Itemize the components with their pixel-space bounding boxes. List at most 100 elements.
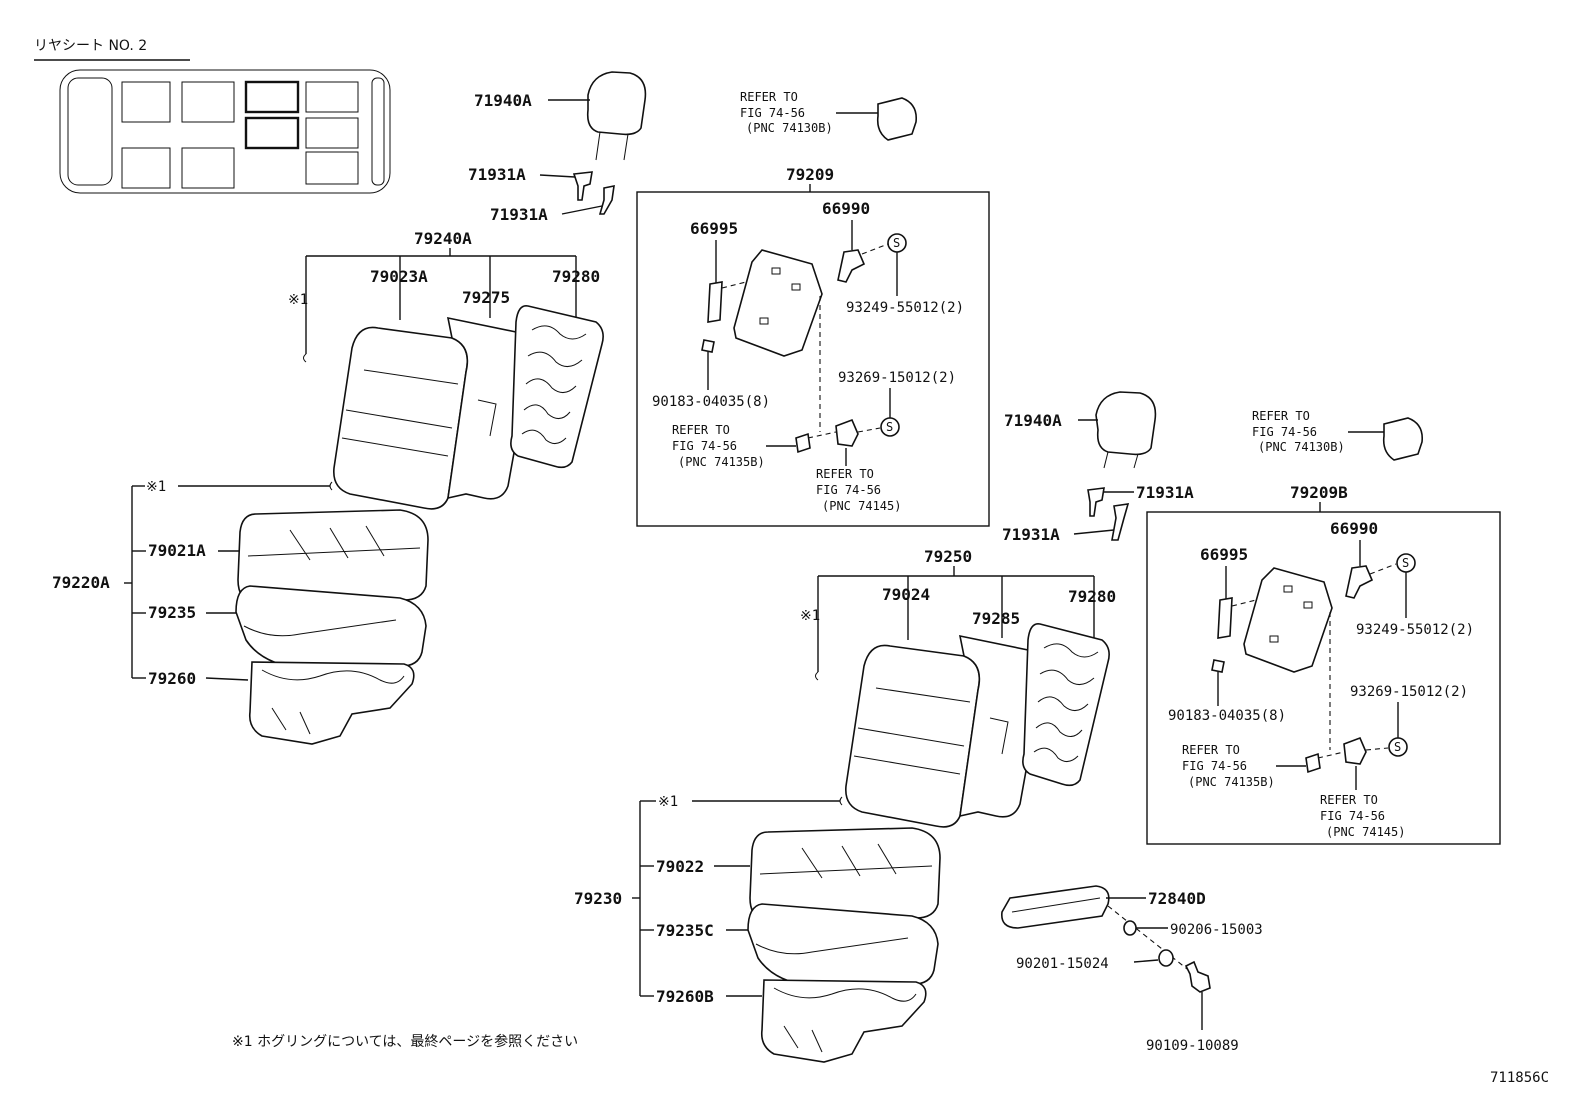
label-79285: 79285 — [972, 609, 1020, 628]
label-79260B: 79260B — [656, 987, 714, 1006]
label-79023A: 79023A — [370, 267, 428, 286]
note-mark-cushion-right: ※1 — [658, 794, 678, 810]
ref-74130B-right-l1: REFER TO — [1252, 409, 1310, 423]
armrest-72840D — [1001, 885, 1110, 929]
seatback-frame-left — [510, 305, 604, 469]
label-79240A: 79240A — [414, 229, 472, 248]
cushion-frame-left — [248, 661, 415, 745]
support-71931A-right-1 — [1087, 487, 1105, 517]
label-71931A-right-1: 71931A — [1136, 483, 1194, 502]
headrest-right — [1095, 391, 1157, 469]
label-79235C: 79235C — [656, 921, 714, 940]
support-71931A-left-1 — [572, 171, 593, 201]
diagram-title: リヤシート NO. 2 — [34, 38, 147, 54]
label-71931A-right-2: 71931A — [1002, 525, 1060, 544]
ref-74135B-right-l3: (PNC 74135B) — [1188, 775, 1275, 789]
ref-74145-right-l2: FIG 74-56 — [1320, 809, 1385, 823]
part-90183-left — [701, 339, 715, 353]
ref-74145-right-l3: (PNC 74145) — [1326, 825, 1405, 839]
label-79280-right: 79280 — [1068, 587, 1116, 606]
seatback-cover-left — [333, 326, 469, 510]
ref-74130B-left-l3: (PNC 74130B) — [746, 121, 833, 135]
headrest-left — [586, 71, 647, 161]
s-marker-text-left-2: S — [886, 420, 893, 434]
support-71931A-right-2 — [1111, 503, 1130, 541]
part-66990-left — [837, 249, 866, 283]
cushion-frame-right — [760, 979, 927, 1063]
ref-74135B-right-l2: FIG 74-56 — [1182, 759, 1247, 773]
ref-74135B-left-l2: FIG 74-56 — [672, 439, 737, 453]
washer-90201 — [1158, 949, 1174, 967]
label-66995-left: 66995 — [690, 219, 738, 238]
note-mark-cushion-left: ※1 — [146, 479, 166, 495]
label-90183-right: 90183-04035(8) — [1168, 708, 1286, 724]
label-93269-left: 93269-15012(2) — [838, 370, 956, 386]
ref-74135B-left-l1: REFER TO — [672, 423, 730, 437]
label-71931A-left-2: 71931A — [490, 205, 548, 224]
label-79250: 79250 — [924, 547, 972, 566]
figure-id: 711856C — [1490, 1070, 1549, 1086]
ref-74145-left-l2: FIG 74-56 — [816, 483, 881, 497]
part-66990-right — [1345, 565, 1374, 599]
ref-74130B-left-l2: FIG 74-56 — [740, 106, 805, 120]
ref-part-74135B-right — [1305, 752, 1321, 774]
s-marker-text-left-1: S — [893, 236, 900, 250]
label-93269-right: 93269-15012(2) — [1350, 684, 1468, 700]
bracket-plate-left — [733, 249, 823, 357]
ref-74135B-right-l1: REFER TO — [1182, 743, 1240, 757]
part-recliner-right — [1343, 736, 1367, 765]
part-66995-right — [1217, 597, 1233, 639]
seatback-frame-right — [1022, 623, 1110, 787]
note-mark-back-right: ※1 — [800, 608, 820, 624]
ref-part-74130B-left — [876, 97, 918, 141]
label-90183-left: 90183-04035(8) — [652, 394, 770, 410]
label-79209: 79209 — [786, 165, 834, 184]
s-marker-left-2 — [880, 417, 900, 437]
support-71931A-left-2 — [598, 184, 615, 215]
note-mark-back-left: ※1 — [288, 292, 308, 308]
label-71940A-right: 71940A — [1004, 411, 1062, 430]
part-recliner-left — [835, 418, 859, 447]
label-93249-right: 93249-55012(2) — [1356, 622, 1474, 638]
label-90206: 90206-15003 — [1170, 922, 1263, 938]
ref-74145-left-l3: (PNC 74145) — [822, 499, 901, 513]
label-79235: 79235 — [148, 603, 196, 622]
vehicle-overview — [59, 69, 391, 194]
label-90109: 90109-10089 — [1146, 1038, 1239, 1054]
part-66995-left — [707, 281, 723, 323]
box-79209B — [1146, 511, 1501, 845]
label-79260: 79260 — [148, 669, 196, 688]
label-72840D: 72840D — [1148, 889, 1206, 908]
label-71940A-left: 71940A — [474, 91, 532, 110]
ref-74130B-left-l1: REFER TO — [740, 90, 798, 104]
label-71931A-left-1: 71931A — [468, 165, 526, 184]
bolt-90109 — [1184, 960, 1211, 993]
s-marker-text-right-2: S — [1394, 740, 1401, 754]
ref-part-74130B-right — [1382, 417, 1424, 461]
ref-part-74135B-left — [795, 432, 811, 454]
ref-74130B-right-l2: FIG 74-56 — [1252, 425, 1317, 439]
box-79209 — [636, 191, 990, 527]
bracket-plate-right — [1243, 567, 1333, 673]
ref-74145-right-l1: REFER TO — [1320, 793, 1378, 807]
ref-74130B-right-l3: (PNC 74130B) — [1258, 440, 1345, 454]
label-66995-right: 66995 — [1200, 545, 1248, 564]
label-79230: 79230 — [574, 889, 622, 908]
label-93249-left: 93249-55012(2) — [846, 300, 964, 316]
ref-74135B-left-l3: (PNC 74135B) — [678, 455, 765, 469]
part-90183-right — [1211, 659, 1225, 673]
label-79021A: 79021A — [148, 541, 206, 560]
washer-90206 — [1123, 920, 1137, 936]
ref-74145-left-l1: REFER TO — [816, 467, 874, 481]
label-66990-left: 66990 — [822, 199, 870, 218]
footnote: ※1 ホグリングについては、最終ページを参照ください — [232, 1033, 578, 1050]
label-79209B: 79209B — [1290, 483, 1348, 502]
label-79220A: 79220A — [52, 573, 110, 592]
s-marker-text-right-1: S — [1402, 556, 1409, 570]
cushion-pad-right — [747, 903, 939, 987]
cushion-pad-left — [235, 585, 427, 669]
label-90201: 90201-15024 — [1016, 956, 1109, 972]
label-79024: 79024 — [882, 585, 930, 604]
